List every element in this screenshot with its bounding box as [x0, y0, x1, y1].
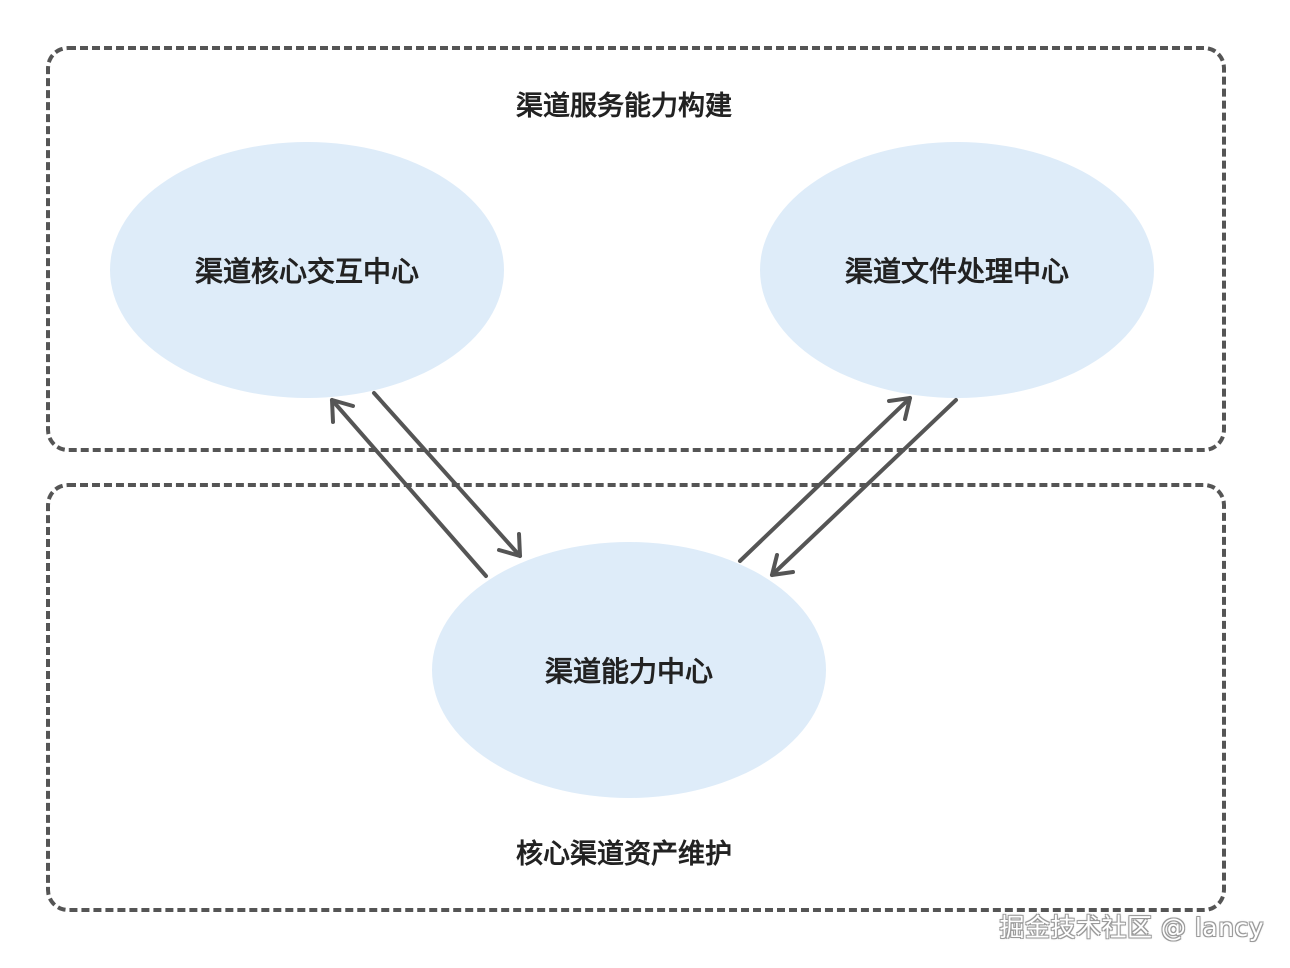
interaction-center-label: 渠道核心交互中心: [194, 255, 419, 288]
file-processing-center-label: 渠道文件处理中心: [844, 255, 1069, 288]
capability-center-label: 渠道能力中心: [544, 655, 713, 688]
service-capability-group-title: 渠道服务能力构建: [516, 91, 732, 122]
core-asset-group-title: 核心渠道资产维护: [516, 839, 732, 870]
core-asset-group: [46, 483, 1226, 912]
service-capability-group: [46, 46, 1226, 452]
capability-center-node: 渠道能力中心: [432, 542, 826, 798]
watermark: 掘金技术社区 @ lancy: [999, 913, 1264, 942]
file-processing-center-node: 渠道文件处理中心: [760, 142, 1154, 398]
interaction-center-node: 渠道核心交互中心: [110, 142, 504, 398]
